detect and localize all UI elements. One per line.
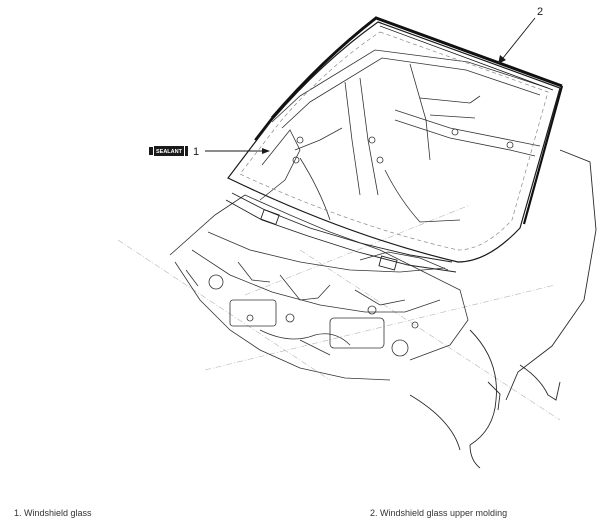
section-lines — [117, 204, 561, 421]
front-structure — [169, 194, 469, 381]
roof-frame — [259, 49, 549, 223]
legend-item-upper-molding: 2. Windshield glass upper molding — [370, 508, 508, 518]
windshield-glass — [227, 21, 561, 263]
leader-line-2 — [498, 17, 536, 64]
cowl-panel — [225, 192, 457, 273]
leader-line-1 — [205, 148, 270, 154]
windshield-diagram: SEALANT 1 2 — [117, 6, 597, 469]
sealant-badge: SEALANT — [149, 146, 188, 156]
upper-molding — [254, 16, 564, 225]
callout-number-1: 1 — [193, 146, 199, 158]
legend-item-windshield-glass: 1. Windshield glass — [14, 508, 92, 518]
callout-number-2: 2 — [537, 6, 543, 18]
body-shell — [409, 149, 597, 469]
sealant-badge-text: SEALANT — [156, 149, 183, 155]
